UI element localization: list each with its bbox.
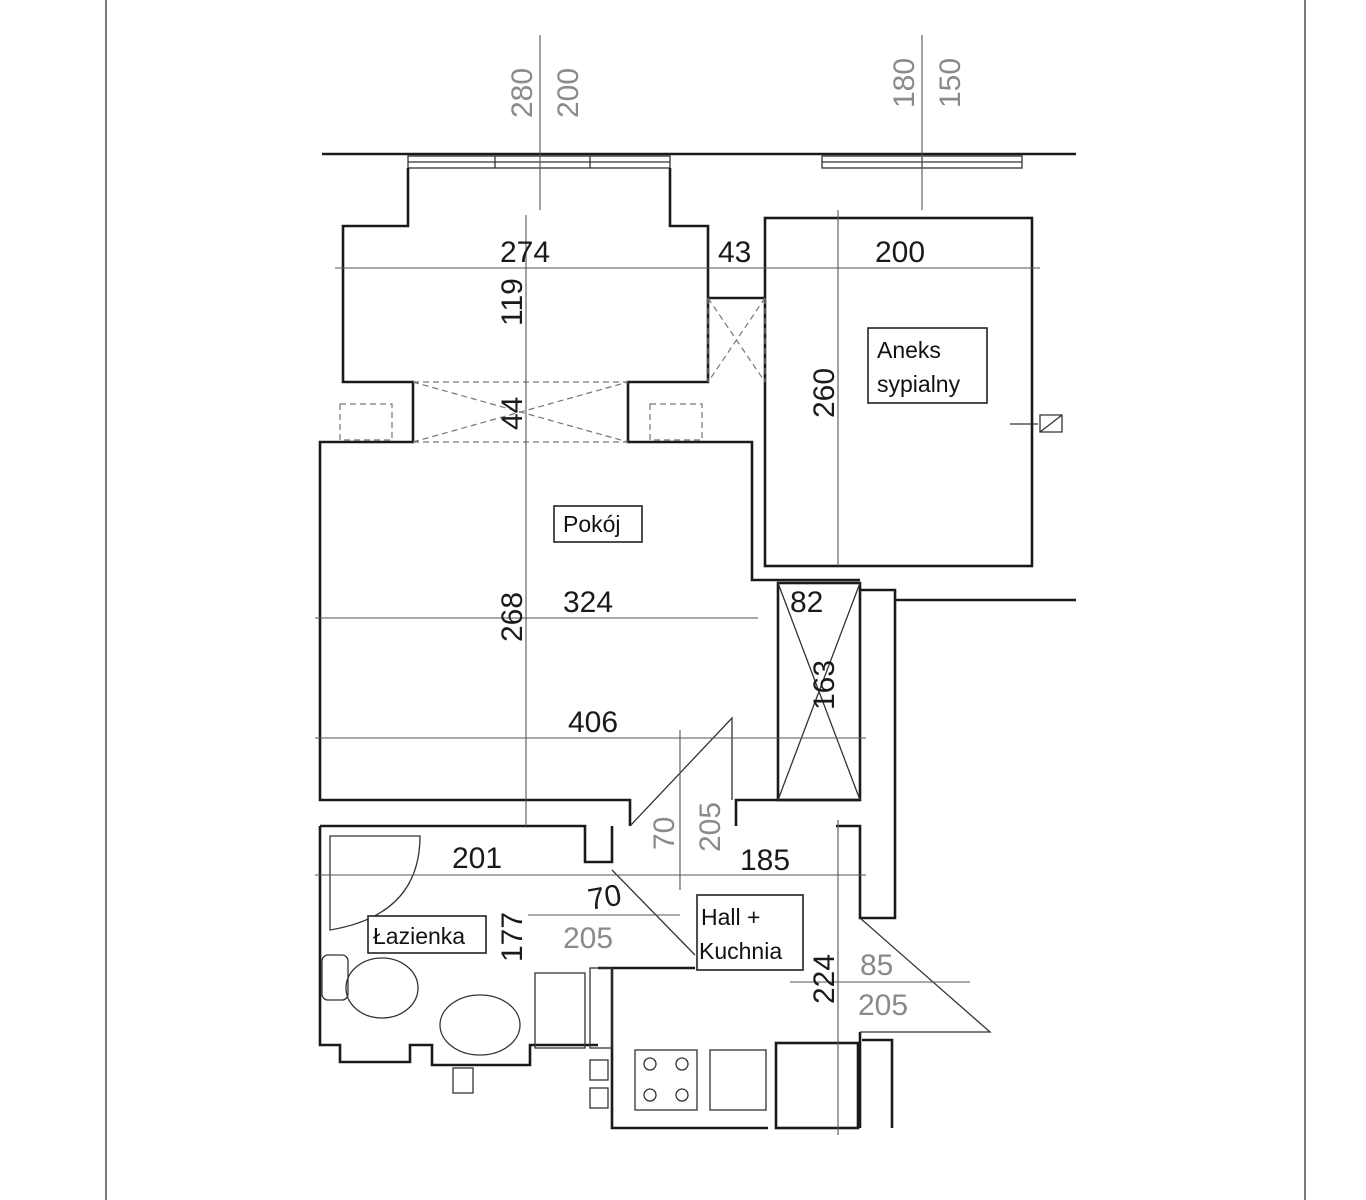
dim-pokoj-width-upper: 324	[563, 586, 613, 619]
room-labels: Aneks sypialny Pokój Łazienka Hall + Kuc…	[367, 327, 988, 971]
dim-window-right-bottom: 150	[934, 58, 967, 108]
toilet	[345, 957, 419, 1019]
bathtub	[329, 835, 421, 931]
dim-door-pokoj-width: 70	[648, 817, 681, 850]
fixtures	[321, 835, 767, 1111]
room-label-hall-1: Hall +	[701, 904, 760, 930]
sink	[439, 994, 521, 1056]
room-label-hall-2: Kuchnia	[699, 938, 782, 964]
washing-machine	[534, 972, 586, 1049]
dim-pier: 43	[718, 236, 751, 269]
dim-hall-depth: 224	[808, 954, 841, 1004]
dim-bay-width: 274	[500, 236, 550, 269]
dim-closet-depth: 163	[808, 660, 841, 710]
dim-window-right-top: 180	[888, 58, 921, 108]
dim-window-left-bottom: 200	[552, 68, 585, 118]
dim-bay-depth: 119	[496, 278, 529, 326]
dim-door-entry-height: 205	[858, 989, 908, 1022]
dimension-labels: 280 200 180 150 274 43 200 119 260 44 26…	[452, 58, 967, 1022]
dim-aneks-depth: 260	[808, 368, 841, 418]
dim-window-left-top: 280	[506, 68, 539, 118]
stove	[634, 1049, 698, 1111]
dim-aneks-width: 200	[875, 236, 925, 269]
dim-door-entry-width: 85	[860, 949, 893, 982]
dim-pokoj-width-lower: 406	[568, 706, 618, 739]
closet-cross	[777, 582, 861, 801]
dim-door-pokoj-height: 205	[694, 802, 727, 852]
doors	[611, 414, 1063, 956]
kitchen-sink	[709, 1049, 767, 1111]
dim-pokoj-depth: 268	[496, 592, 529, 642]
openings	[339, 297, 766, 443]
room-label-aneks-2: sypialny	[877, 371, 961, 397]
dim-hall-width: 185	[740, 844, 790, 877]
dim-bath-width: 201	[452, 842, 502, 875]
facade	[322, 35, 1076, 210]
dimension-lines	[315, 210, 1040, 1135]
dim-opening: 44	[496, 397, 529, 430]
dim-door-bath-width: 70	[585, 879, 624, 917]
room-label-aneks-1: Aneks	[877, 337, 941, 363]
room-label-lazienka: Łazienka	[373, 923, 465, 949]
dim-closet-width: 82	[790, 586, 823, 619]
dim-bath-depth: 177	[496, 912, 529, 962]
dim-door-bath-height: 205	[563, 922, 613, 955]
walls	[318, 168, 1076, 1130]
room-label-pokoj: Pokój	[563, 511, 621, 537]
